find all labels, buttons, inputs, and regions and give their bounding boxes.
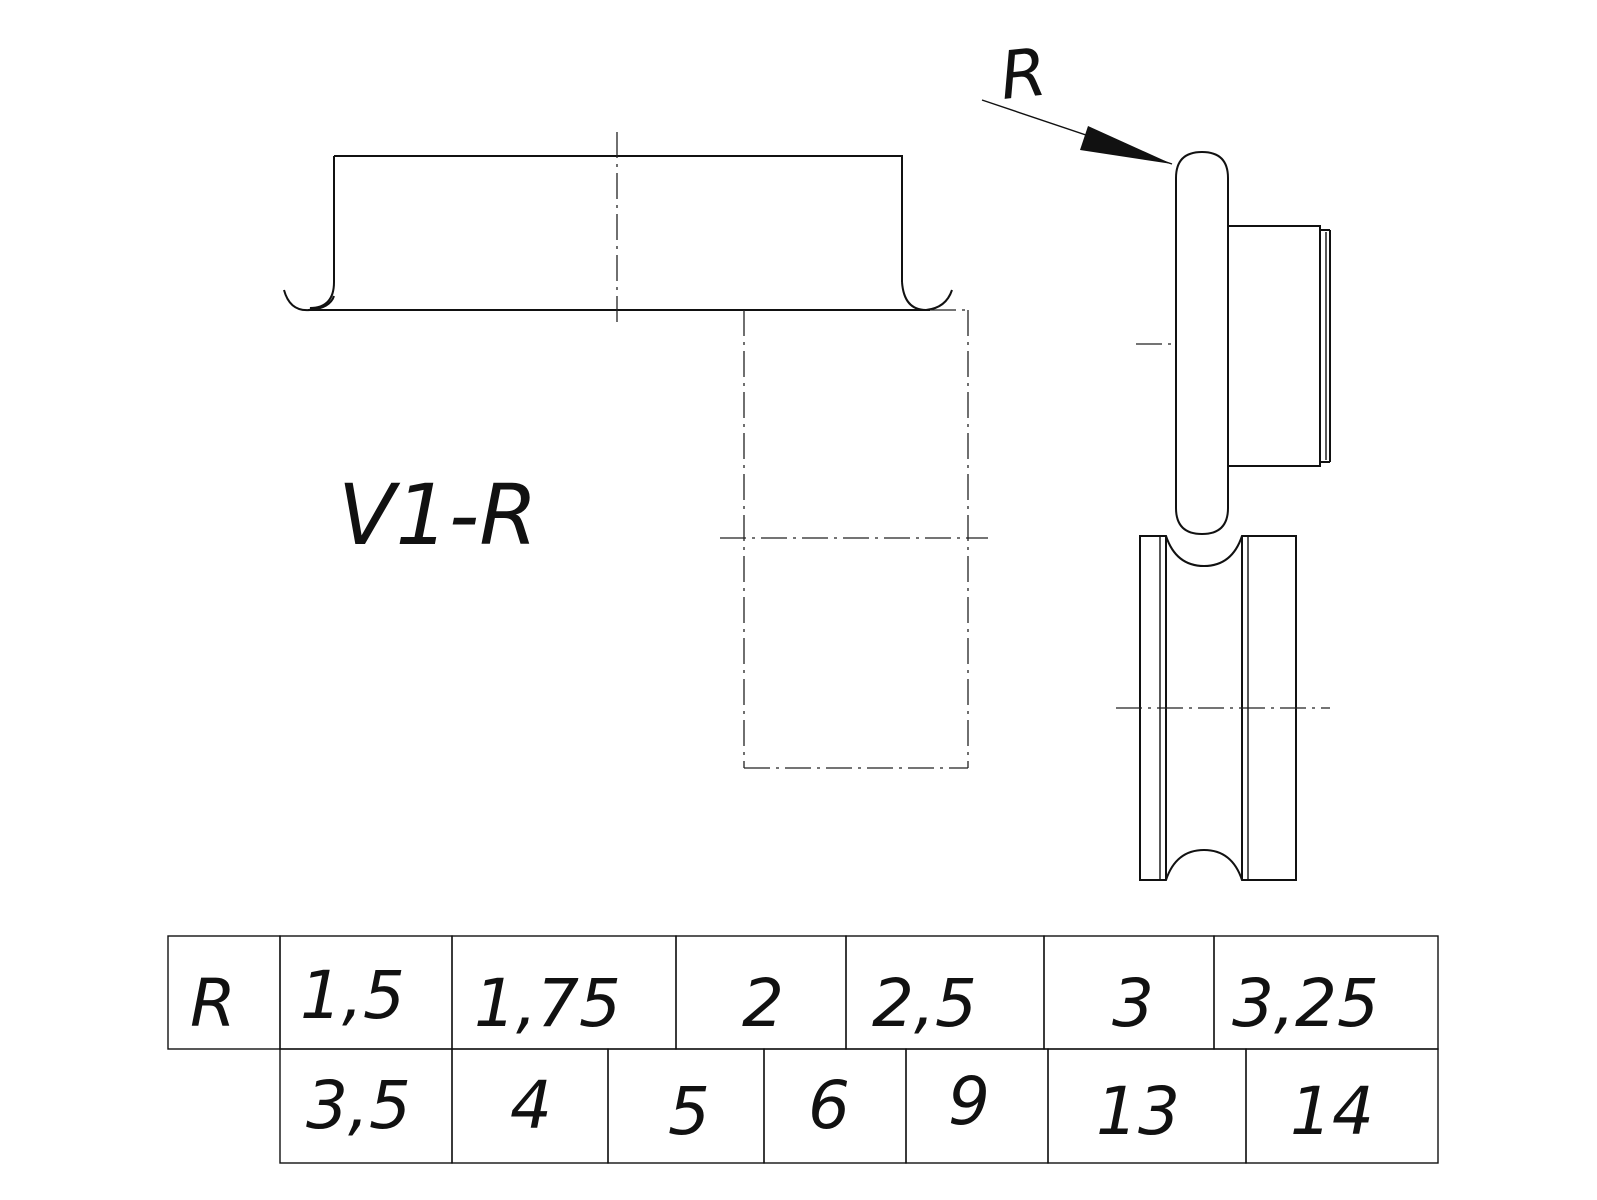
radius-table: R 1,5 1,75 2 2,5 3 3,25 3,5 4 5 6 9 13 1… (167, 935, 1439, 1164)
table-value: 4 (510, 1067, 552, 1144)
roller-profile-view (283, 132, 953, 326)
table-value: 1,75 (474, 965, 621, 1042)
radius-pointer: R (981, 34, 1173, 165)
table-value: 6 (808, 1067, 850, 1144)
lower-roller-side-view (1116, 535, 1330, 881)
table-value: 3,5 (306, 1067, 411, 1144)
lower-roller-outline (720, 309, 988, 769)
model-label: V1-R (338, 466, 538, 564)
table-value: 3 (1112, 965, 1154, 1042)
table-value: 5 (668, 1073, 710, 1150)
table-value: 2 (742, 965, 784, 1042)
table-cell (1245, 1048, 1439, 1164)
upper-roller-side-view (1136, 150, 1331, 536)
table-header-label: R (190, 965, 236, 1042)
table-value: 14 (1290, 1073, 1374, 1150)
table-value: 2,5 (872, 965, 977, 1042)
table-value: 13 (1096, 1073, 1180, 1150)
table-value: 9 (948, 1063, 990, 1140)
table-value: 3,25 (1232, 965, 1379, 1042)
arrowhead-icon (1080, 126, 1172, 164)
radius-label: R (997, 34, 1051, 115)
table-value: 1,5 (300, 957, 405, 1034)
